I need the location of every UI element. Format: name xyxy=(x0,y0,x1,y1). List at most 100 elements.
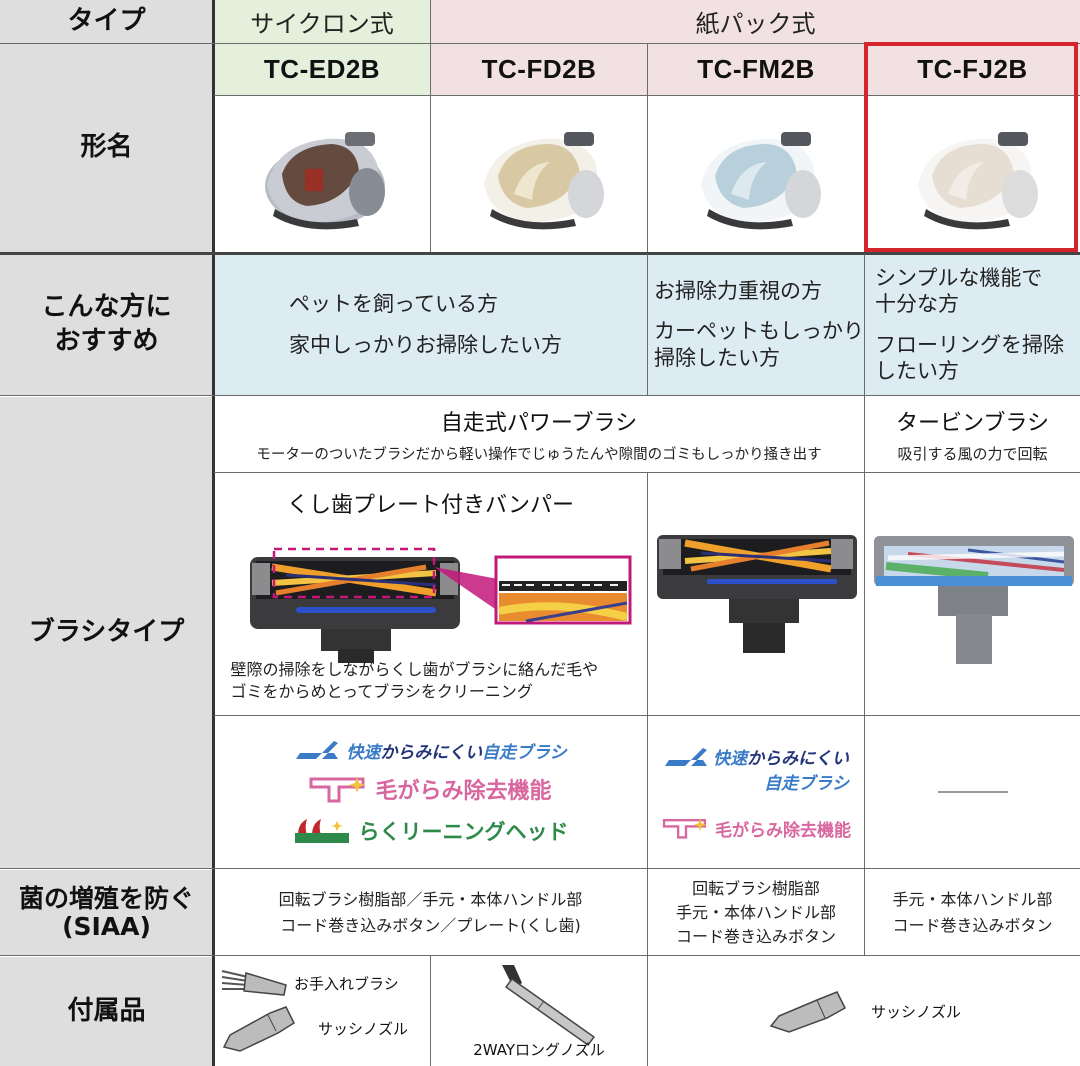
recommend-text: ペットを飼っている方 xyxy=(289,292,498,317)
row-label-model-text: 形名 xyxy=(80,132,133,163)
brush-power-header: 自走式パワーブラシ モーターのついたブラシだから軽い操作でじゅうたんや隙間のゴミ… xyxy=(214,397,864,472)
long-nozzle-icon xyxy=(502,965,596,1047)
brush-turbine-title: タービンブラシ xyxy=(896,411,1049,436)
siaa-text: コード巻き込みボタン xyxy=(892,915,1053,935)
brush-power-title: 自走式パワーブラシ xyxy=(440,411,638,436)
siaa-text: コード巻き込みボタン xyxy=(675,926,836,946)
features-fm: 快速からみにくい 自走ブラシ 毛がらみ除去機能 xyxy=(648,716,864,868)
bumper-desc-line1: 壁際の掃除をしながらくし歯がブラシに絡んだ毛や xyxy=(230,660,599,679)
row-label-accessories: 付属品 xyxy=(0,957,213,1066)
model-header-fm2b: TC-FM2B xyxy=(648,44,864,95)
divider xyxy=(864,396,865,472)
divider xyxy=(864,869,865,955)
row-label-recommend: こんな方に おすすめ xyxy=(0,254,213,395)
feature-text: 自走ブラシ xyxy=(482,742,567,763)
brush-fm-panel xyxy=(648,473,864,714)
bumper-title: くし歯プレート付きバンパー xyxy=(286,493,575,518)
easy-clean-head-logo-icon xyxy=(294,818,349,843)
accessory-care-brush: お手入れブラシ xyxy=(220,965,399,1001)
brush-fj-panel xyxy=(865,473,1080,714)
divider xyxy=(647,869,648,955)
power-brush-bumper-icon xyxy=(249,547,631,663)
accessories-ed-col2: 2WAYロングノズル xyxy=(431,957,647,1066)
accessory-label: サッシノズル xyxy=(870,1003,961,1021)
brush-turbine-desc: 吸引する風の力で回転 xyxy=(897,445,1048,463)
siaa-text: 手元・本体ハンドル部 xyxy=(892,889,1053,909)
type-cyclone: サイクロン式 xyxy=(214,0,430,43)
hair-removal-logo-icon xyxy=(309,776,366,802)
divider xyxy=(864,473,865,868)
siaa-text: 手元・本体ハンドル部 xyxy=(675,902,836,922)
feature-text: からみにくい xyxy=(380,742,482,763)
recommend-text: 家中しっかりお掃除したい方 xyxy=(289,332,562,357)
product-image-fm2b xyxy=(648,96,864,252)
row-label-siaa-line1: 菌の増殖を防ぐ xyxy=(18,884,194,913)
divider xyxy=(864,44,865,252)
feature-text: 自走ブラシ xyxy=(764,773,849,794)
product-image-fj2b xyxy=(865,96,1080,252)
divider xyxy=(0,43,1080,44)
row-label-recommend-line1: こんな方に xyxy=(41,291,172,322)
accessory-sash-nozzle: サッシノズル xyxy=(220,1003,408,1053)
row-label-brush-text: ブラシタイプ xyxy=(28,616,185,647)
recommend-text: 掃除したい方 xyxy=(654,345,780,370)
type-paper-pack: 紙パック式 xyxy=(431,0,1080,43)
row-label-accessories-text: 付属品 xyxy=(67,995,146,1026)
model-name: TC-FD2B xyxy=(481,54,597,84)
recommend-text: 十分な方 xyxy=(875,292,959,317)
product-image-fd2b xyxy=(431,96,647,252)
brush-logo-icon xyxy=(665,747,708,766)
accessories-paper: サッシノズル xyxy=(648,957,1080,1066)
recommend-text: カーペットもしっかり xyxy=(654,319,864,344)
recommend-fm: お掃除力重視の方 カーペットもしっかり 掃除したい方 xyxy=(648,254,864,395)
sash-nozzle-icon xyxy=(222,1006,295,1052)
recommend-text: フローリングを掃除 xyxy=(875,332,1064,357)
feature-easy-clean: らくリーニングヘッド xyxy=(293,815,569,847)
accessory-label: お手入れブラシ xyxy=(294,974,399,993)
siaa-fj: 手元・本体ハンドル部 コード巻き込みボタン xyxy=(865,870,1080,955)
recommend-text: お掃除力重視の方 xyxy=(654,279,822,304)
row-label-recommend-line2: おすすめ xyxy=(54,325,159,356)
divider xyxy=(0,395,1080,396)
row-label-type-text: タイプ xyxy=(67,5,146,36)
bumper-desc-line2: ゴミをからめとってブラシをクリーニング xyxy=(230,681,533,701)
recommend-fj: シンプルな機能で 十分な方 フローリングを掃除 したい方 xyxy=(865,254,1080,395)
model-header-fj2b: TC-FJ2B xyxy=(865,44,1080,95)
feature-fast-brush: 快速からみにくい自走ブラシ xyxy=(294,738,567,763)
divider xyxy=(647,473,648,868)
features-fj xyxy=(865,716,1080,868)
accessory-label: サッシノズル xyxy=(318,1019,409,1038)
divider xyxy=(864,254,865,395)
care-brush-icon xyxy=(221,970,287,996)
divider xyxy=(647,254,648,395)
divider xyxy=(647,956,648,1066)
siaa-ed-fd: 回転ブラシ樹脂部／手元・本体ハンドル部 コード巻き込みボタン／プレート(くし歯) xyxy=(214,870,647,955)
feature-text: 毛がらみ除去機能 xyxy=(375,778,552,804)
no-feature-dash xyxy=(937,791,1008,793)
product-image-ed2b xyxy=(214,96,430,252)
hair-removal-logo-icon xyxy=(662,818,707,839)
divider xyxy=(214,472,1080,473)
divider xyxy=(430,956,431,1066)
brush-bumper-panel: くし歯プレート付きバンパー 壁際の掃除をしながらくし歯がブラシに絡んだ毛や ゴミ… xyxy=(214,473,647,714)
feature-text: 快速 xyxy=(713,748,748,769)
row-label-type: タイプ xyxy=(0,0,213,43)
recommend-text: シンプルな機能で xyxy=(875,266,1043,290)
row-label-brush: ブラシタイプ xyxy=(0,397,213,868)
accessory-label: 2WAYロングノズル xyxy=(473,1041,605,1059)
brush-power-desc: モーターのついたブラシだから軽い操作でじゅうたんや隙間のゴミもしっかり掻き出す xyxy=(256,447,822,463)
sash-nozzle-icon xyxy=(769,990,846,1033)
vacuum-cyclone-icon xyxy=(265,132,385,230)
model-name: TC-FM2B xyxy=(697,54,815,84)
turbine-brush-icon xyxy=(873,535,1074,664)
feature-text: 毛がらみ除去機能 xyxy=(715,820,851,841)
divider xyxy=(0,252,1080,255)
row-label-siaa-line2: (SIAA) xyxy=(62,911,151,941)
accessory-sash-nozzle-2: サッシノズル xyxy=(767,986,961,1038)
vacuum-blue-icon xyxy=(701,132,821,230)
divider xyxy=(647,44,648,252)
divider xyxy=(430,44,431,252)
features-ed-fd: 快速からみにくい自走ブラシ 毛がらみ除去機能 らくリーニングヘッド xyxy=(214,716,647,868)
siaa-text: コード巻き込みボタン／プレート(くし歯) xyxy=(280,915,581,935)
siaa-text: 回転ブラシ樹脂部／手元・本体ハンドル部 xyxy=(278,889,583,909)
